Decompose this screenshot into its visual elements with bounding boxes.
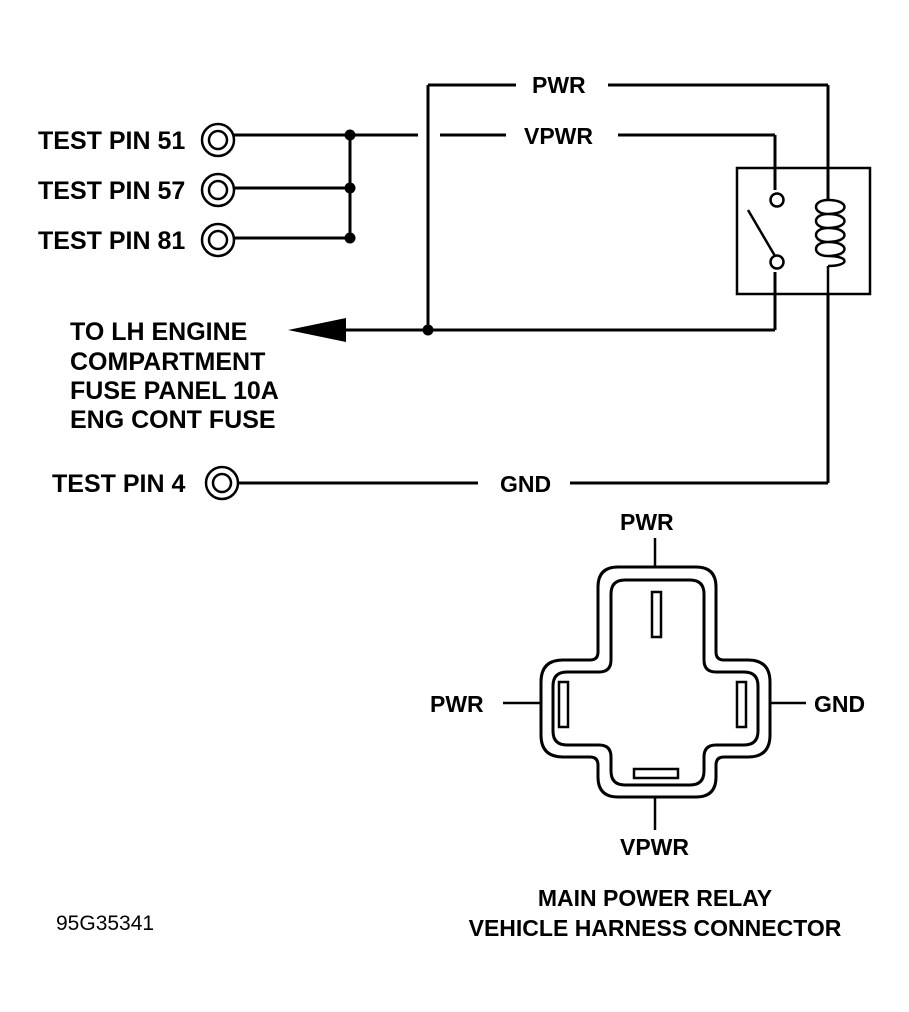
- connector-right-label: GND: [814, 691, 865, 717]
- figure-id: 95G35341: [56, 912, 154, 935]
- test-pin-51-label: TEST PIN 51: [38, 127, 185, 155]
- test-pin-81-label: TEST PIN 81: [38, 227, 185, 255]
- gnd-wire-label: GND: [500, 471, 551, 497]
- vpwr-wire: [440, 133, 777, 190]
- test-pin-4-label: TEST PIN 4: [52, 470, 185, 498]
- caption-line-2: VEHICLE HARNESS CONNECTOR: [469, 915, 842, 941]
- connector-bottom-label: VPWR: [620, 834, 689, 860]
- connector-face-icon: [503, 538, 806, 830]
- arrow-left-icon: [288, 318, 346, 342]
- test-pin-bus-wire: [234, 129, 418, 244]
- vpwr-wire-label: VPWR: [524, 123, 593, 149]
- test-pin-4-terminal-icon: [204, 465, 240, 501]
- destination-line-3: FUSE PANEL 10A: [70, 377, 279, 405]
- connector-top-label: PWR: [620, 509, 674, 535]
- test-pin-51-terminal-icon: [200, 122, 236, 158]
- test-pin-57-terminal-icon: [200, 172, 236, 208]
- test-pin-81-terminal-icon: [200, 222, 236, 258]
- destination-line-4: ENG CONT FUSE: [70, 406, 276, 434]
- destination-line-1: TO LH ENGINE: [70, 318, 247, 346]
- relay-icon: [735, 166, 872, 296]
- gnd-wire: [238, 294, 830, 485]
- test-pin-57-label: TEST PIN 57: [38, 177, 185, 205]
- pwr-wire-label: PWR: [532, 72, 586, 98]
- destination-line-2: COMPARTMENT: [70, 348, 265, 376]
- connector-left-label: PWR: [430, 691, 484, 717]
- caption-line-1: MAIN POWER RELAY: [538, 885, 772, 911]
- fuse-feed-wire: [330, 272, 777, 336]
